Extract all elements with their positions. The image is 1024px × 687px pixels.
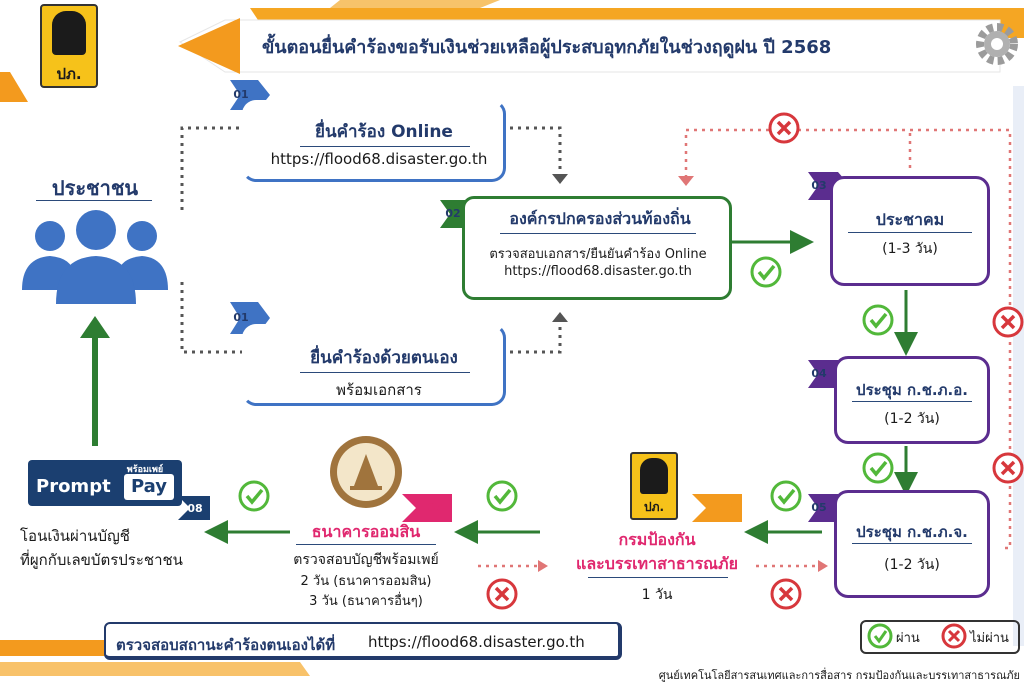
step-bank-line2: 2 วัน (ธนาคารออมสิน) xyxy=(300,574,432,589)
step-bank-line1: ตรวจสอบบัญชีพร้อมเพย์ xyxy=(293,552,439,568)
step-bank-rule xyxy=(296,544,436,545)
gear-icon xyxy=(976,23,1018,65)
step-bank-line3: 3 วัน (ธนาคารอื่นๆ) xyxy=(309,594,423,609)
promptpay-pay: Pay xyxy=(130,476,168,497)
hand-icon xyxy=(52,11,86,55)
promptpay-pay-badge: Pay xyxy=(124,474,174,500)
legend-fail: ไม่ผ่าน xyxy=(970,631,1009,646)
step-meeting-amphoe-rule xyxy=(852,401,972,402)
step-online-box xyxy=(242,100,506,182)
step-self-title: ยื่นคำร้องด้วยตนเอง xyxy=(310,348,458,368)
step-num-03: 03 xyxy=(811,179,827,192)
step-dept-sub: 1 วัน xyxy=(641,587,673,603)
promptpay-logo: พร้อมเพย์ Prompt Pay xyxy=(28,460,182,506)
status-check-url[interactable]: https://flood68.disaster.go.th xyxy=(368,633,585,651)
num-marker-06 xyxy=(692,494,742,522)
step-num-06: 06 xyxy=(717,501,733,514)
check-icon-2 xyxy=(862,304,894,336)
step-num-01b: 01 xyxy=(233,311,249,324)
step-community-rule xyxy=(848,232,972,233)
dotted-connectors xyxy=(180,126,562,354)
dept-logo-small: ปภ. xyxy=(630,452,678,520)
step-dept-title-1: กรมป้องกัน xyxy=(618,530,696,549)
promptpay-line1: โอนเงินผ่านบัญชี xyxy=(20,527,130,545)
promptpay-prompt: Prompt xyxy=(36,476,111,497)
num-marker-07 xyxy=(402,494,452,522)
step-num-07: 07 xyxy=(427,501,443,514)
step-meeting-province-box xyxy=(834,490,990,598)
dept-logo-small-text: ปภ. xyxy=(643,500,665,514)
step-meeting-province-title: ประชุม ก.ช.ภ.จ. xyxy=(856,523,968,541)
footer-credit: ศูนย์เทคโนโลยีสารสนเทศและการสื่อสาร กรมป… xyxy=(658,669,1020,682)
people-label: ประชาชน xyxy=(51,176,139,200)
people-rule xyxy=(36,200,152,201)
bottom-band-2 xyxy=(0,662,310,676)
dept-logo-text: ปภ. xyxy=(56,65,82,83)
people-icon xyxy=(22,210,168,304)
page-title: ขั้นตอนยื่นคำร้องขอรับเงินช่วยเหลือผู้ปร… xyxy=(262,37,832,58)
step-self-box xyxy=(242,324,506,406)
step-meeting-province-rule xyxy=(852,543,972,544)
reject-lines xyxy=(478,128,1012,568)
step-community-box xyxy=(830,176,990,286)
promptpay-thai: พร้อมเพย์ xyxy=(126,465,164,475)
check-icon-1 xyxy=(750,256,782,288)
step-dept-rule xyxy=(588,577,728,578)
step-community-title: ประชาคม xyxy=(875,210,945,229)
check-icon-6 xyxy=(238,480,270,512)
legend-box xyxy=(860,620,1020,654)
header-stripe-orange-2 xyxy=(330,0,500,8)
step-bank-title: ธนาคารออมสิน xyxy=(311,522,421,541)
step-self-rule xyxy=(300,372,470,373)
step-local-line1: ตรวจสอบเอกสาร/ยืนยันคำร้อง Online xyxy=(489,247,707,262)
step-meeting-province-sub: (1-2 วัน) xyxy=(884,557,940,573)
step-online-title: ยื่นคำร้อง Online xyxy=(315,122,453,142)
legend-pass: ผ่าน xyxy=(896,631,920,646)
step-meeting-amphoe-sub: (1-2 วัน) xyxy=(884,411,940,427)
step-num-05: 05 xyxy=(811,501,827,514)
step-num-01a: 01 xyxy=(233,88,249,101)
check-icon-3 xyxy=(862,452,894,484)
step-local-rule xyxy=(500,233,696,234)
up-arrow xyxy=(80,316,110,338)
gsb-bank-logo xyxy=(330,436,402,508)
check-icon-4 xyxy=(770,480,802,512)
legend-cross-icon xyxy=(941,623,967,649)
step-num-08: 08 xyxy=(187,502,203,515)
step-local-title: องค์กรปกครองส่วนท้องถิ่น xyxy=(509,209,691,228)
header-banner-point xyxy=(178,18,240,74)
step-self-sub: พร้อมเอกสาร xyxy=(336,381,422,399)
cross-icon-2 xyxy=(992,306,1024,338)
legend-check-icon xyxy=(867,623,893,649)
cross-icon-5 xyxy=(486,578,518,610)
hand-icon-small xyxy=(640,458,668,494)
corner-orange xyxy=(0,72,28,102)
step-community-sub: (1-3 วัน) xyxy=(882,241,938,257)
dept-logo: ปภ. xyxy=(40,4,98,88)
cross-icon-1 xyxy=(768,112,800,144)
cross-icon-4 xyxy=(770,578,802,610)
step-num-04: 04 xyxy=(811,367,827,380)
cross-icon-3 xyxy=(992,452,1024,484)
step-meeting-amphoe-title: ประชุม ก.ช.ภ.อ. xyxy=(856,381,968,399)
step-local-line2: https://flood68.disaster.go.th xyxy=(504,264,692,279)
num-marker-08 xyxy=(178,496,210,520)
status-check-label: ตรวจสอบสถานะคำร้องตนเองได้ที่ xyxy=(116,636,336,654)
step-online-rule xyxy=(300,146,470,147)
step-local-box xyxy=(462,196,732,300)
check-icon-5 xyxy=(486,480,518,512)
step-online-url: https://flood68.disaster.go.th xyxy=(270,150,488,168)
right-stripe xyxy=(1013,86,1024,646)
step-num-02: 02 xyxy=(445,207,461,220)
step-meeting-amphoe-box xyxy=(834,356,990,444)
status-check-bar xyxy=(104,622,622,660)
step-dept-title-2: และบรรเทาสาธารณภัย xyxy=(576,554,738,573)
promptpay-line2: ที่ผูกกับเลขบัตรประชาชน xyxy=(20,551,183,569)
